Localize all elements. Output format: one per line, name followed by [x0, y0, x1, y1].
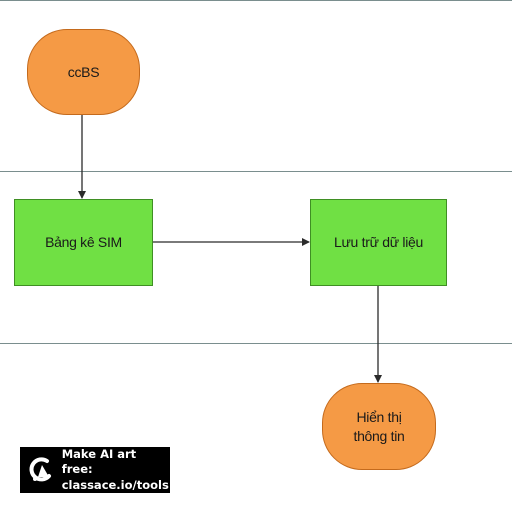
- process-node-sim-list: Bảng kê SIM: [14, 199, 153, 286]
- process2-node-label: Lưu trữ dữ liệu: [334, 234, 423, 251]
- lane-divider-1: [0, 171, 512, 172]
- watermark-line-1: Make AI art free:: [61, 446, 137, 477]
- watermark-text: Make AI art free: classace.io/tools: [62, 447, 170, 494]
- end-node-label: Hiển thị thông tin: [353, 408, 405, 444]
- classace-logo-icon: [28, 456, 56, 484]
- process1-node-label: Bảng kê SIM: [45, 234, 122, 251]
- start-node-label: ccBS: [67, 63, 100, 80]
- lane-divider-top: [0, 0, 512, 1]
- lane-divider-2: [0, 343, 512, 344]
- end-terminal-node: Hiển thị thông tin: [322, 383, 436, 470]
- watermark-line-2: classace.io/tools: [61, 477, 169, 492]
- start-terminal-node: ccBS: [27, 29, 140, 115]
- process-node-data-storage: Lưu trữ dữ liệu: [310, 199, 447, 286]
- watermark-badge: Make AI art free: classace.io/tools: [20, 447, 170, 493]
